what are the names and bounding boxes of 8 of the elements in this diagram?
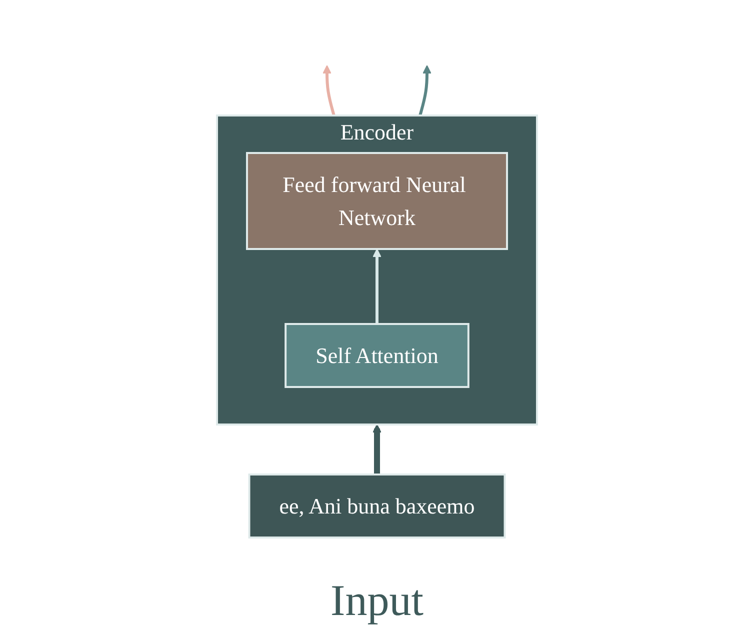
caption-text: Input [330,575,424,626]
arrow [418,65,432,116]
arrow [372,424,382,474]
arrow [322,65,336,116]
node-box: Feed forward Neural Network [246,152,508,250]
node-box: ee, Ani buna baxeemo [248,474,506,538]
arrow [372,248,382,324]
node-box: Self Attention [284,323,470,388]
